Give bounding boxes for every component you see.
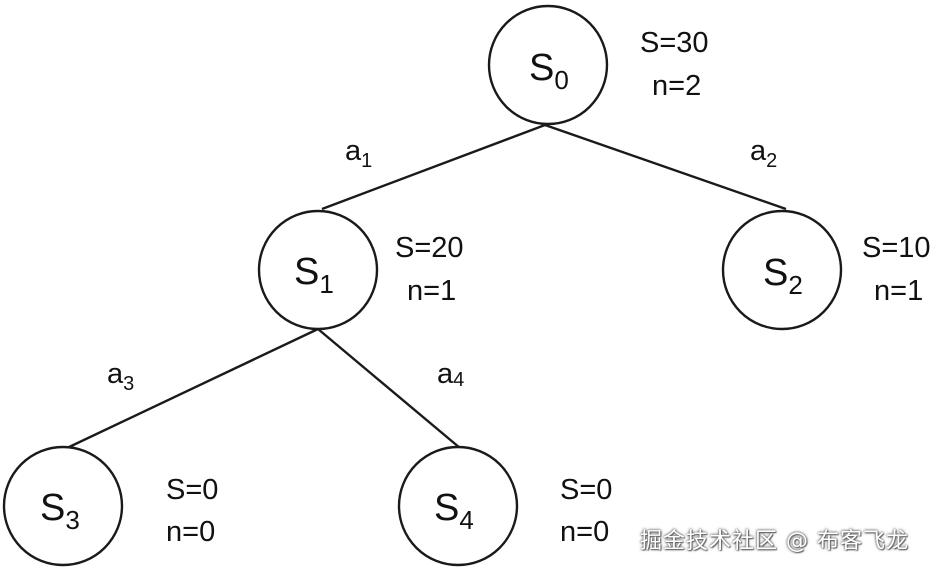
edge-label-a2: a2 — [750, 135, 777, 172]
node-s1: S1 — [257, 209, 379, 331]
node-s1-circle — [257, 209, 379, 331]
watermark-text: 掘金技术社区 @ 布客飞龙 — [640, 529, 909, 554]
node-s2-visits: n=1 — [874, 275, 923, 307]
node-s0-label: S0 — [529, 47, 569, 95]
node-s4-label: S4 — [434, 487, 474, 535]
node-s0-score: S=30 — [640, 27, 709, 59]
node-s0-visits: n=2 — [652, 70, 701, 102]
edge-s1-s3 — [66, 327, 319, 450]
node-s2: S2 — [721, 209, 843, 331]
node-s1-score: S=20 — [395, 232, 464, 264]
edge-s0-s1 — [321, 123, 546, 211]
node-s0: S0 — [487, 4, 609, 126]
edge-s1-s4 — [317, 328, 461, 449]
edge-label-a3: a3 — [107, 358, 134, 395]
node-s4-score: S=0 — [560, 474, 612, 506]
node-s3-score: S=0 — [166, 474, 218, 506]
edge-label-a4: a4 — [437, 358, 464, 391]
node-s4-circle — [397, 445, 519, 567]
node-s3-label: S3 — [40, 487, 80, 535]
edge-label-a1: a1 — [345, 135, 372, 172]
node-s2-score: S=10 — [862, 232, 931, 264]
edge-s0-s2 — [544, 123, 787, 211]
node-s1-label: S1 — [294, 251, 334, 299]
node-s0-circle — [487, 4, 609, 126]
node-s3-circle — [2, 445, 124, 567]
node-s4: S4 — [397, 445, 519, 567]
node-s3-visits: n=0 — [166, 516, 215, 548]
node-s2-label: S2 — [763, 252, 803, 300]
node-s1-visits: n=1 — [407, 275, 456, 307]
node-s2-circle — [721, 209, 843, 331]
node-s4-visits: n=0 — [560, 516, 609, 548]
node-s3: S3 — [2, 445, 124, 567]
